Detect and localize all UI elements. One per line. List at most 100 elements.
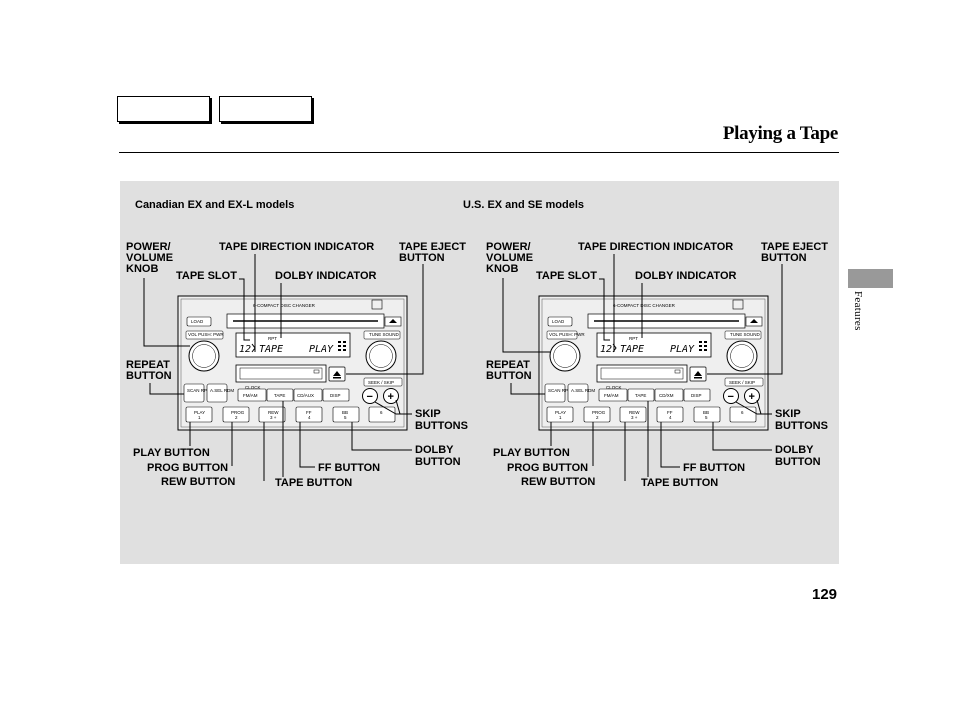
svg-text:2: 2 [596, 415, 599, 420]
svg-text:RPT: RPT [268, 336, 277, 341]
svg-text:PLAY: PLAY [555, 410, 566, 415]
source-buttons: FM/AM TAPE CD/AUX DISP [237, 388, 350, 402]
prog-button[interactable] [222, 406, 250, 423]
svg-text:TAPE: TAPE [274, 393, 285, 398]
fmam-button[interactable] [237, 388, 267, 402]
rew-button[interactable] [619, 406, 647, 423]
preset-6-button[interactable] [368, 406, 396, 423]
svg-text:CD/AUX: CD/AUX [297, 393, 314, 398]
leader-lines [502, 254, 783, 481]
asel-button[interactable] [206, 383, 228, 403]
svg-text:PLAY: PLAY [670, 344, 695, 355]
prog-button[interactable] [583, 406, 611, 423]
rew-button[interactable] [258, 406, 286, 423]
tape-slot [596, 364, 688, 383]
power-volume-knob[interactable] [188, 340, 220, 372]
ff-button[interactable] [295, 406, 323, 423]
svg-text:TUNE SOUND: TUNE SOUND [369, 332, 400, 337]
preset-6-button[interactable] [729, 406, 757, 423]
power-volume-knob-label: POWER/ VOLUME KNOB [486, 241, 536, 275]
power-volume-knob-label: POWER/ VOLUME KNOB [126, 241, 176, 275]
page-title: Playing a Tape [722, 123, 838, 144]
figure-canadian: Canadian EX and EX-L models POWER/ VOLUM… [126, 199, 469, 489]
play-button-label: PLAY BUTTON [133, 447, 210, 459]
svg-text:−: − [367, 391, 373, 403]
dolby-button[interactable] [332, 406, 360, 423]
dolby-indicator-label: DOLBY INDICATOR [635, 270, 737, 282]
svg-text:12: 12 [600, 344, 612, 355]
repeat-button[interactable] [183, 383, 205, 403]
title-rule [119, 152, 839, 153]
cd-aux-button[interactable] [293, 388, 323, 402]
svg-text:5: 5 [705, 415, 708, 420]
tape-eject-button-label: TAPE EJECT BUTTON [399, 241, 469, 264]
repeat-button[interactable] [544, 383, 566, 403]
svg-text:A.SEL RDM: A.SEL RDM [210, 388, 234, 393]
repeat-button-label: REPEAT BUTTON [486, 359, 533, 382]
tune-knob[interactable] [726, 340, 758, 372]
skip-plus-button[interactable] [383, 388, 399, 404]
svg-text:CD/XM: CD/XM [659, 393, 674, 398]
svg-text:FF: FF [306, 410, 312, 415]
prog-button-label: PROG BUTTON [147, 462, 228, 474]
svg-text:LOAD: LOAD [191, 319, 204, 324]
cd-xm-button[interactable] [654, 388, 684, 402]
svg-text:2: 2 [235, 415, 238, 420]
model-caption: U.S. EX and SE models [463, 199, 584, 211]
svg-text:PLAY: PLAY [194, 410, 205, 415]
svg-text:FM/AM: FM/AM [604, 393, 619, 398]
svg-text:6: 6 [380, 410, 383, 415]
tape-button[interactable] [627, 388, 655, 402]
skip-minus-button[interactable] [362, 388, 378, 404]
radio-unit: 6-COMPACT DISC CHANGER LOAD VOL PUSH: PW… [177, 295, 408, 431]
dolby-indicator-label: DOLBY INDICATOR [275, 270, 377, 282]
tape-button[interactable] [266, 388, 294, 402]
ff-button[interactable] [656, 406, 684, 423]
disp-button[interactable] [322, 388, 350, 402]
svg-text:3 +: 3 + [631, 415, 638, 420]
svg-text:RPT: RPT [629, 336, 638, 341]
nav-button-2[interactable] [219, 96, 312, 122]
play-button[interactable] [546, 406, 574, 423]
asel-button[interactable] [567, 383, 589, 403]
dolby-button-label: DOLBY BUTTON [415, 444, 461, 468]
svg-text:1: 1 [559, 415, 562, 420]
dolby-button[interactable] [693, 406, 721, 423]
svg-text:FF: FF [667, 410, 673, 415]
svg-text:CLOCK: CLOCK [245, 385, 261, 390]
svg-text:LOAD: LOAD [552, 319, 565, 324]
fmam-button[interactable] [598, 388, 628, 402]
svg-text:CLOCK: CLOCK [606, 385, 622, 390]
svg-text:BB: BB [703, 410, 709, 415]
svg-text:TAPE: TAPE [259, 344, 283, 355]
skip-plus-button[interactable] [744, 388, 760, 404]
tune-knob[interactable] [365, 340, 397, 372]
svg-text:REW: REW [629, 410, 640, 415]
svg-text:4: 4 [669, 415, 672, 420]
skip-buttons-label: SKIP BUTTONS [415, 408, 468, 432]
play-button-label: PLAY BUTTON [493, 447, 570, 459]
load-button[interactable] [186, 316, 212, 327]
section-tab-label: Features [852, 291, 864, 331]
svg-text:+: + [388, 391, 394, 403]
power-volume-knob[interactable] [549, 340, 581, 372]
disp-button[interactable] [683, 388, 711, 402]
load-button[interactable] [547, 316, 573, 327]
tape-direction-indicator-label: TAPE DIRECTION INDICATOR [578, 241, 733, 253]
svg-text:VOL PUSH: PWR: VOL PUSH: PWR [188, 332, 224, 337]
svg-text:PROG: PROG [231, 410, 245, 415]
play-button[interactable] [185, 406, 213, 423]
nav-button-1[interactable] [117, 96, 210, 122]
svg-text:+: + [749, 391, 755, 403]
skip-minus-button[interactable] [723, 388, 739, 404]
svg-text:BB: BB [342, 410, 348, 415]
svg-text:DISP: DISP [691, 393, 702, 398]
svg-text:PLAY: PLAY [309, 344, 334, 355]
section-tab[interactable] [848, 269, 893, 288]
tape-eject-button-label: TAPE EJECT BUTTON [761, 241, 831, 264]
svg-text:5: 5 [344, 415, 347, 420]
svg-text:SCAN RPT: SCAN RPT [548, 388, 571, 393]
